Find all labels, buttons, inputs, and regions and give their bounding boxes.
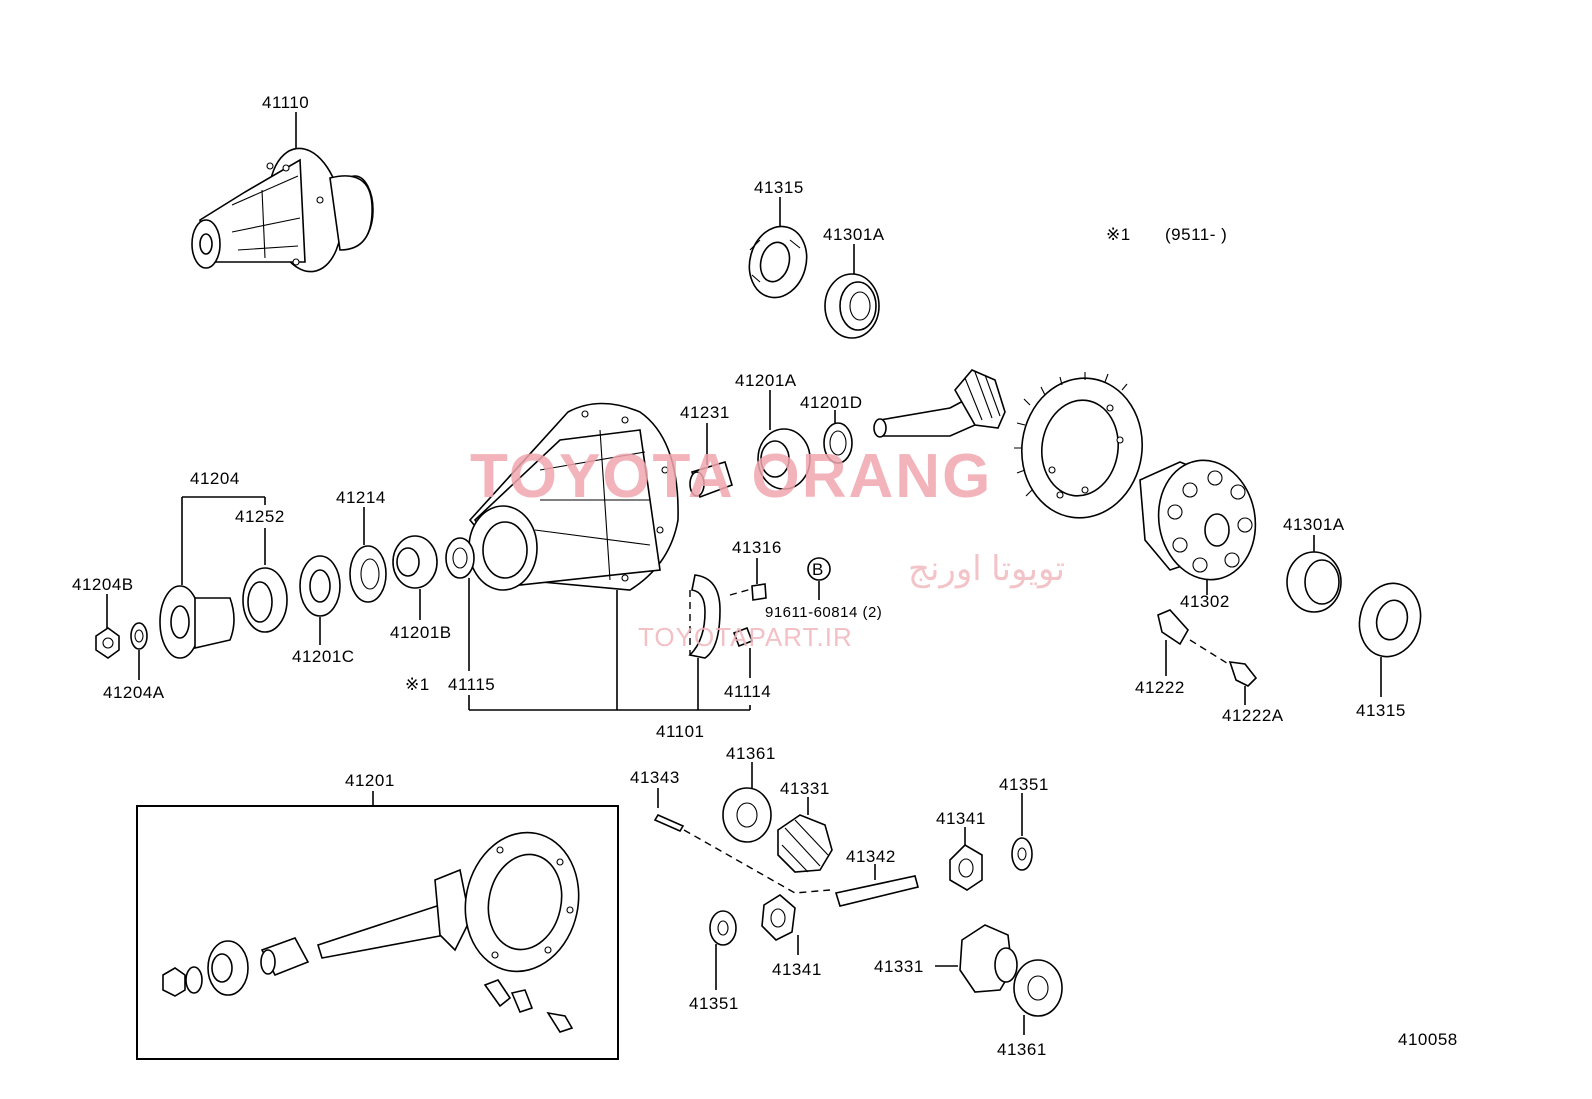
bearing-41201B-drawing — [392, 535, 438, 620]
spacer-41231-drawing — [689, 423, 733, 499]
label-41252: 41252 — [235, 507, 285, 526]
spacer-41214-drawing — [349, 507, 387, 603]
label-41343: 41343 — [630, 768, 680, 787]
note-star: ※1 — [1106, 225, 1131, 244]
label-41110: 41110 — [262, 93, 309, 112]
bearing-cup-41301A-top-drawing — [824, 244, 880, 339]
label-41341-right: 41341 — [936, 809, 986, 828]
carrier-assembly-41110-drawing — [191, 112, 374, 273]
bolt-B-callout: B — [807, 557, 831, 600]
nut-41204B-drawing — [95, 594, 120, 659]
seal-41252-drawing — [242, 567, 288, 633]
label-41201: 41201 — [345, 771, 395, 790]
label-41201C: 41201C — [292, 647, 355, 666]
thrust-washer-41361-bottom-drawing — [1013, 959, 1063, 1035]
bolt-41222A-drawing — [1228, 661, 1258, 705]
label-41316: 41316 — [732, 538, 782, 557]
ring-pinion-set-inset-drawing — [162, 831, 580, 1033]
label-41222A: 41222A — [1222, 706, 1284, 725]
label-41114: 41114 — [724, 682, 771, 701]
pinion-41341-right-drawing — [949, 827, 983, 891]
pinion-41341-bottom-drawing — [761, 894, 799, 955]
label-41361-top: 41361 — [726, 744, 776, 763]
label-41315-right: 41315 — [1356, 701, 1406, 720]
retainer-41316-drawing — [688, 558, 767, 659]
thrust-washer-41351-bottom-drawing — [709, 910, 737, 990]
label-41301A-top: 41301A — [823, 225, 885, 244]
watermark-url: TOYOTAPART.IR — [638, 622, 853, 652]
ring-pinion-set-inset-box — [136, 805, 619, 1060]
label-41331-top: 41331 — [780, 779, 830, 798]
label-41351-bottom: 41351 — [689, 994, 739, 1013]
washer-41204A-drawing — [130, 622, 148, 680]
label-41204: 41204 — [190, 469, 240, 488]
label-41342: 41342 — [846, 847, 896, 866]
label-41101: 41101 — [656, 722, 705, 741]
ring-gear-drawing — [1014, 372, 1144, 519]
bearing-41315-top-drawing — [748, 197, 808, 299]
companion-flange-41204-drawing — [159, 585, 235, 659]
label-41315-top: 41315 — [754, 178, 804, 197]
label-star-41115: ※1 — [405, 675, 430, 694]
seal-41115-drawing — [445, 537, 475, 579]
bearing-41201A-drawing — [757, 390, 811, 490]
washer-41201D-drawing — [823, 410, 853, 464]
thrust-washer-41351-top-drawing — [1011, 793, 1033, 871]
watermark-brand: TOYOTA ORANG — [470, 442, 992, 511]
label-41361-bottom: 41361 — [997, 1040, 1047, 1059]
label-41201B: 41201B — [390, 623, 452, 642]
side-gear-41331-bottom-drawing — [935, 924, 1018, 993]
label-41204A: 41204A — [103, 683, 165, 702]
label-41214: 41214 — [336, 488, 386, 507]
figure-code: 410058 — [1398, 1030, 1458, 1049]
label-41351-top: 41351 — [999, 775, 1049, 794]
pin-41343-drawing — [653, 788, 831, 894]
lock-plate-41222-drawing — [1157, 609, 1231, 676]
carrier-housing-41101-drawing — [468, 402, 679, 591]
label-41302: 41302 — [1180, 592, 1230, 611]
label-91611-60814: 91611-60814 (2) — [765, 604, 882, 621]
bolt-41114-drawing — [732, 626, 754, 678]
bearing-41315-right-drawing — [1358, 582, 1422, 697]
note-range: (9511- ) — [1165, 225, 1227, 244]
pinion-shaft-41342-drawing — [834, 864, 919, 907]
drive-pinion-drawing — [873, 369, 1006, 438]
label-41115: 41115 — [448, 675, 495, 694]
side-gear-41331-top-drawing — [777, 797, 833, 873]
label-41301A-right: 41301A — [1283, 515, 1345, 534]
label-41331-bottom: 41331 — [874, 957, 924, 976]
label-41231: 41231 — [680, 403, 730, 422]
bearing-cup-41301A-right-drawing — [1286, 535, 1342, 613]
thrust-washer-41361-top-drawing — [722, 762, 772, 843]
watermark-persian: تویوتا اورنج — [908, 550, 1065, 589]
bearing-41201C-drawing — [299, 555, 341, 645]
label-41201D: 41201D — [800, 393, 863, 412]
label-41222: 41222 — [1135, 678, 1185, 697]
label-41201A: 41201A — [735, 371, 797, 390]
circle-b-label: B — [812, 560, 824, 579]
differential-case-41302-drawing — [1139, 459, 1257, 595]
label-41204B: 41204B — [72, 575, 134, 594]
label-41341-bottom: 41341 — [772, 960, 822, 979]
